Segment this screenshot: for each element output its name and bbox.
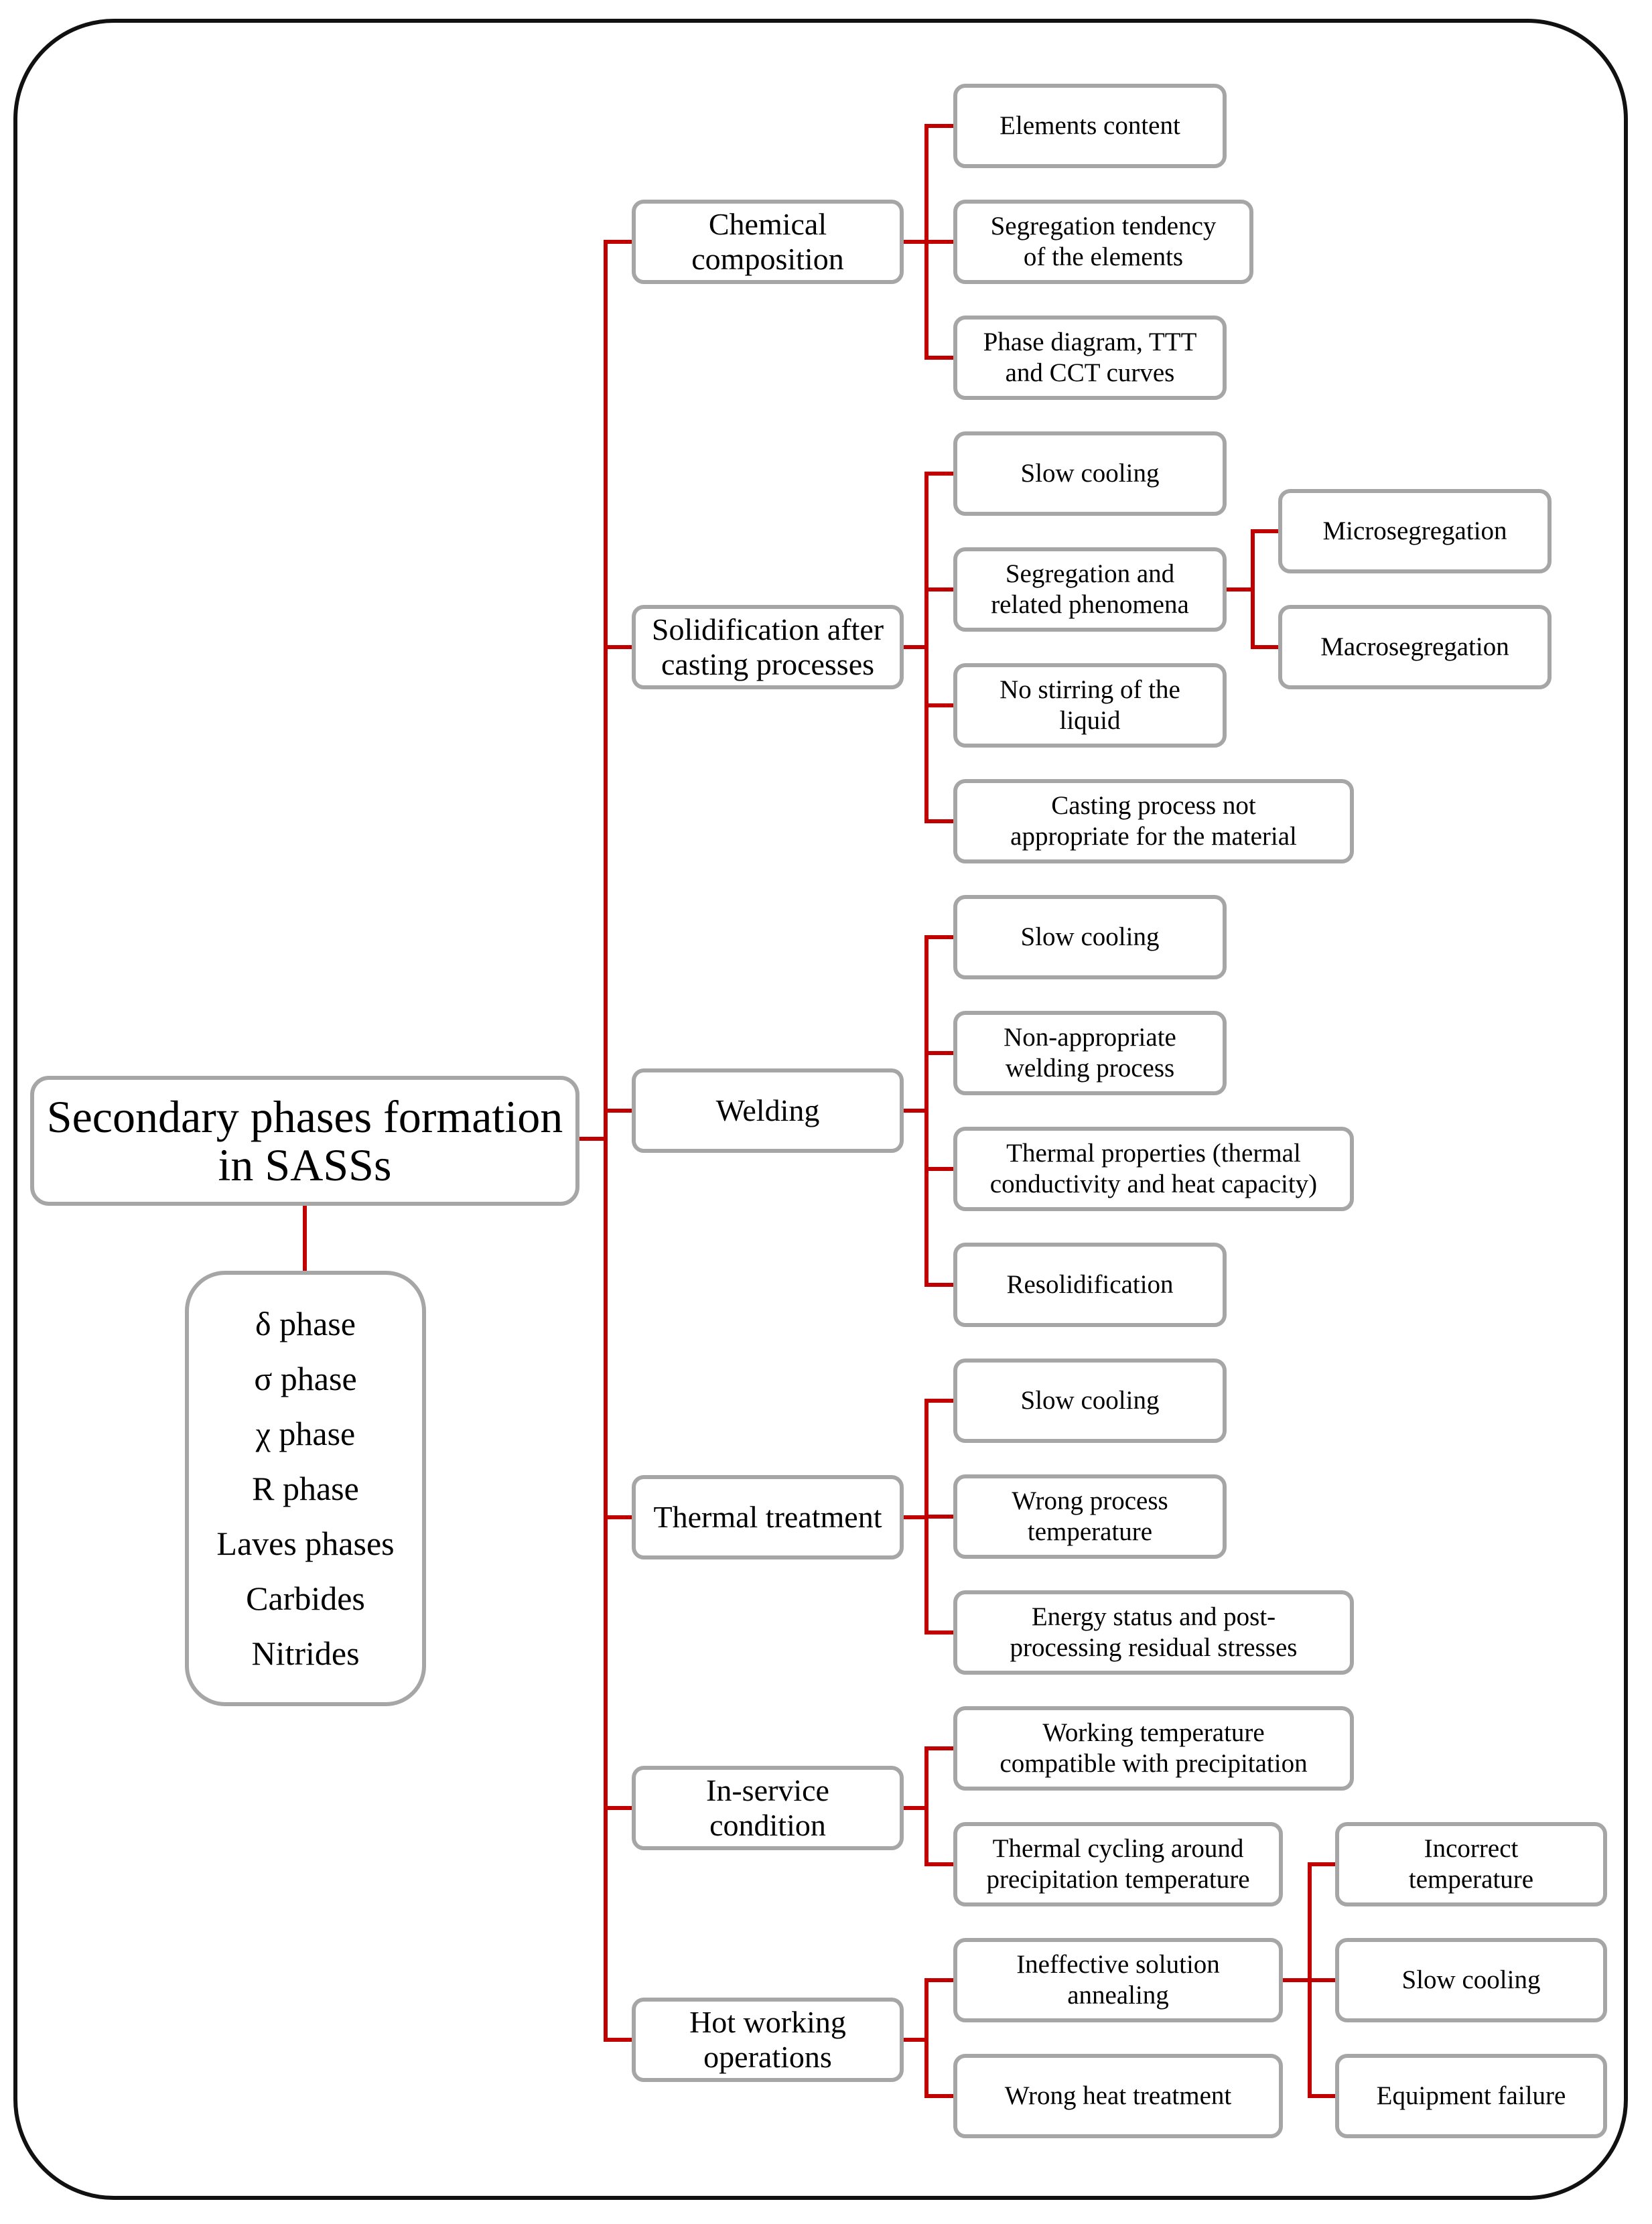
item-solution-annealing: Ineffective solution annealing bbox=[953, 1938, 1283, 2022]
diagram-frame bbox=[13, 19, 1628, 2200]
subitem-equipment-failure: Equipment failure bbox=[1335, 2054, 1607, 2138]
item-thermal-properties: Thermal properties (thermal conductivity… bbox=[953, 1127, 1354, 1211]
phase-item: Laves phases bbox=[216, 1525, 395, 1562]
root-node: Secondary phases formation in SASSs bbox=[30, 1076, 579, 1206]
item-slow-cooling: Slow cooling bbox=[953, 1359, 1227, 1443]
item-phase-diagram: Phase diagram, TTT and CCT curves bbox=[953, 316, 1227, 400]
subitem-macrosegregation: Macrosegregation bbox=[1278, 605, 1552, 689]
item-thermal-cycling: Thermal cycling around precipitation tem… bbox=[953, 1822, 1283, 1906]
item-working-temperature: Working temperature compatible with prec… bbox=[953, 1706, 1354, 1791]
subitem-slow-cooling: Slow cooling bbox=[1335, 1938, 1607, 2022]
item-segregation-phenomena: Segregation and related phenomena bbox=[953, 547, 1227, 632]
subitem-microsegregation: Microsegregation bbox=[1278, 489, 1552, 573]
subitem-incorrect-temperature: Incorrect temperature bbox=[1335, 1822, 1607, 1906]
item-resolidification: Resolidification bbox=[953, 1243, 1227, 1327]
item-no-stirring: No stirring of the liquid bbox=[953, 663, 1227, 748]
item-residual-stresses: Energy status and post- processing resid… bbox=[953, 1590, 1354, 1675]
phase-item: Nitrides bbox=[251, 1635, 360, 1672]
item-segregation-tendency: Segregation tendency of the elements bbox=[953, 200, 1253, 284]
item-slow-cooling: Slow cooling bbox=[953, 895, 1227, 979]
item-casting-process: Casting process not appropriate for the … bbox=[953, 779, 1354, 863]
item-elements-content: Elements content bbox=[953, 84, 1227, 168]
item-wrong-heat-treatment: Wrong heat treatment bbox=[953, 2054, 1283, 2138]
category-solidification: Solidification after casting processes bbox=[632, 605, 904, 689]
item-process-temperature: Wrong process temperature bbox=[953, 1474, 1227, 1559]
item-welding-process: Non-appropriate welding process bbox=[953, 1011, 1227, 1095]
phases-list: δ phase σ phase χ phase R phase Laves ph… bbox=[185, 1271, 426, 1706]
phase-item: σ phase bbox=[254, 1360, 357, 1397]
phase-item: Carbides bbox=[246, 1580, 365, 1617]
category-welding: Welding bbox=[632, 1068, 904, 1153]
category-thermal-treatment: Thermal treatment bbox=[632, 1475, 904, 1559]
category-chemical-composition: Chemical composition bbox=[632, 200, 904, 284]
category-hot-working: Hot working operations bbox=[632, 1998, 904, 2082]
phase-item: δ phase bbox=[255, 1305, 356, 1342]
category-in-service: In-service condition bbox=[632, 1766, 904, 1850]
phase-item: χ phase bbox=[255, 1415, 356, 1452]
item-slow-cooling: Slow cooling bbox=[953, 431, 1227, 516]
phase-item: R phase bbox=[252, 1470, 359, 1507]
